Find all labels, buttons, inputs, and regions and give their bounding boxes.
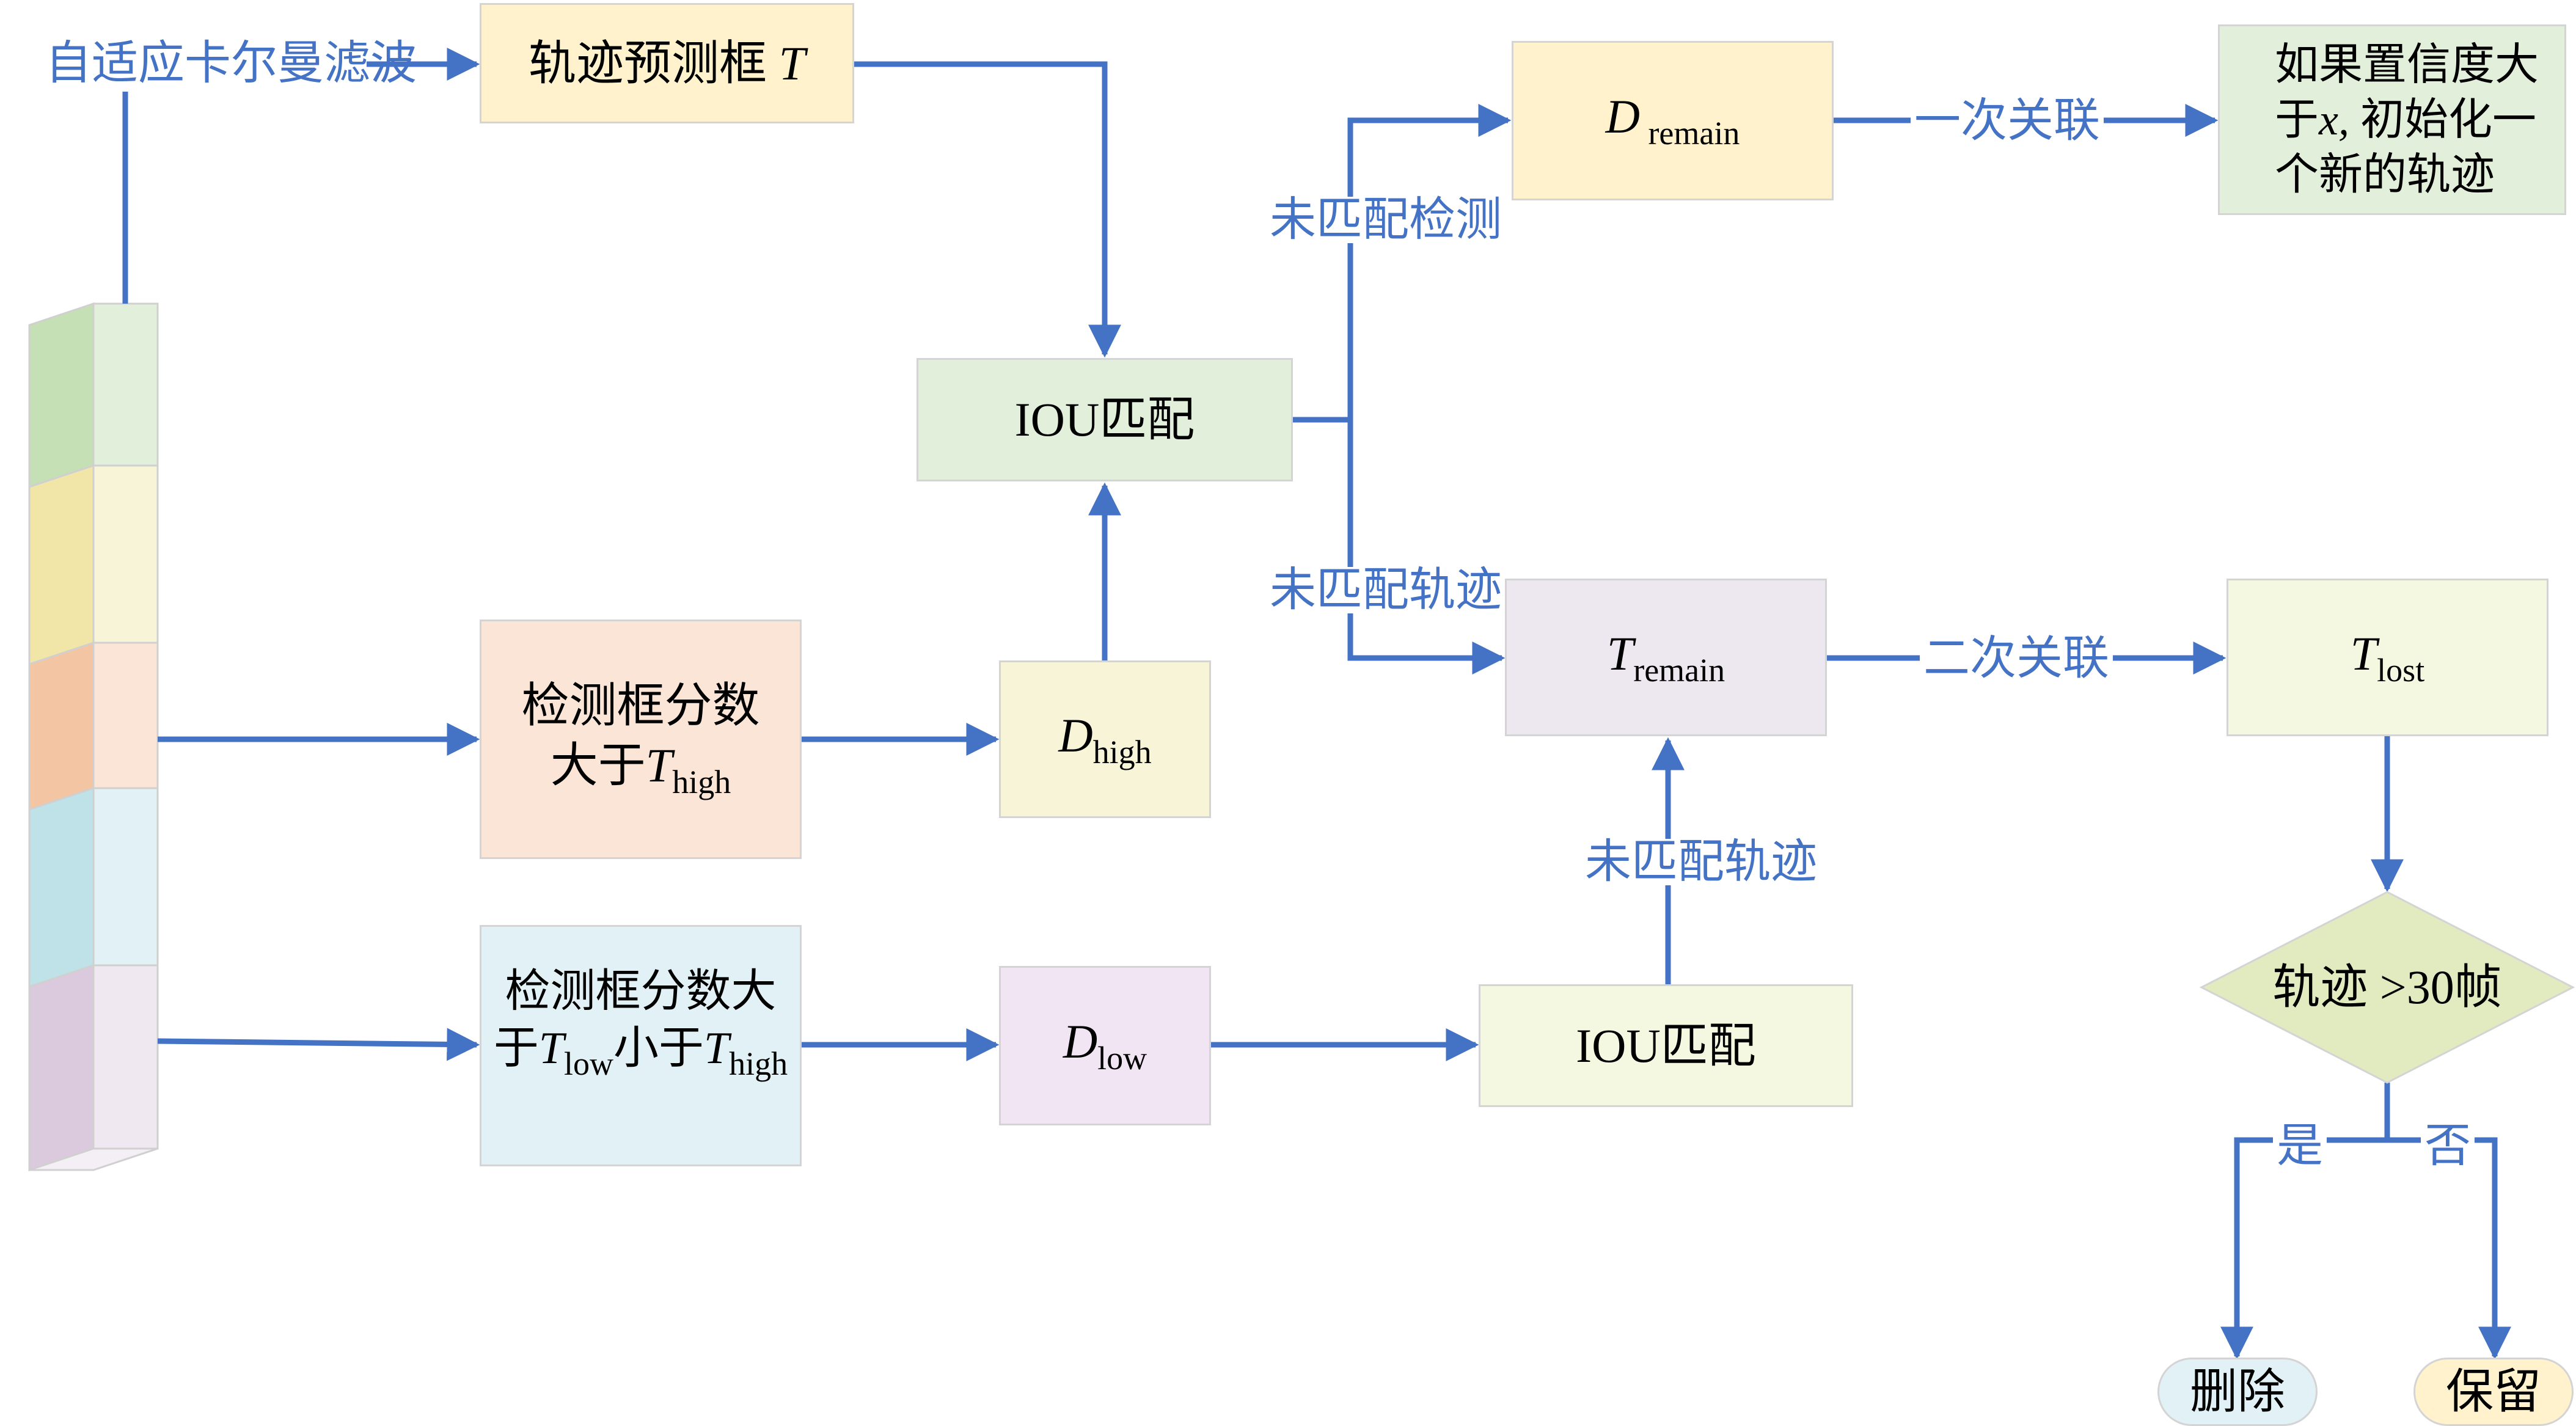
label-kalman-filter: 自适应卡尔曼滤波 <box>45 38 417 89</box>
node-decision-text: 轨迹 >30帧 <box>2272 960 2502 1014</box>
arrow-no-to-keep <box>2387 1137 2511 1360</box>
node-track-prediction: 轨迹预测框 T <box>480 3 854 123</box>
stack-layer-front-yellow <box>92 464 159 644</box>
label-second-association: 二次关联 <box>1920 635 2113 682</box>
node-d-low: Dlow <box>999 966 1211 1125</box>
stack-layer-front-purple <box>92 964 159 1150</box>
label-unmatched-track-1: 未匹配轨迹 <box>1266 567 1506 613</box>
node-init-new-track: 如果置信度大 于x, 初始化一 个新的轨迹 <box>2218 24 2566 215</box>
label-no: 否 <box>2421 1123 2475 1169</box>
arrow-track-to-iou1 <box>854 61 1121 358</box>
label-first-association: 一次关联 <box>1911 98 2104 144</box>
stack-layer-side-orange <box>28 641 95 811</box>
label-unmatched-track-2: 未匹配轨迹 <box>1581 839 1821 885</box>
node-delete: 删除 <box>2157 1358 2318 1426</box>
stack-layer-front-orange <box>92 642 159 789</box>
stack-layer-side-yellow <box>28 464 95 666</box>
node-high-score-filter: 检测框分数 大于Thigh <box>480 620 802 859</box>
arrow-stack-to-low <box>157 1028 480 1061</box>
decision-diamond <box>2199 891 2575 1084</box>
stack-layer-front-blue <box>92 787 159 967</box>
node-t-remain: Tremain <box>1505 579 1827 736</box>
stack-layer-side-green <box>28 302 95 489</box>
node-t-lost: Tlost <box>2227 579 2549 736</box>
stack-layer-side-blue <box>28 786 95 989</box>
label-unmatched-detection: 未匹配检测 <box>1266 197 1506 243</box>
label-yes: 是 <box>2273 1123 2327 1169</box>
node-d-high: Dhigh <box>999 660 1211 818</box>
stack-layer-side-purple <box>28 963 95 1172</box>
arrow-to-tremain <box>1347 420 1506 675</box>
stack-bottom-face <box>29 1147 158 1171</box>
arrow-yes-to-delete <box>2220 1137 2387 1360</box>
node-iou-match-2: IOU匹配 <box>1479 984 1853 1107</box>
node-keep: 保留 <box>2413 1358 2574 1426</box>
stack-layer-front-green <box>92 302 159 467</box>
node-d-remain: D remain <box>1512 41 1834 200</box>
node-iou-match-1: IOU匹配 <box>917 358 1293 481</box>
node-low-score-filter: 检测框分数大 于Tlow小于Thigh <box>480 925 802 1166</box>
input-stack <box>28 302 159 1172</box>
